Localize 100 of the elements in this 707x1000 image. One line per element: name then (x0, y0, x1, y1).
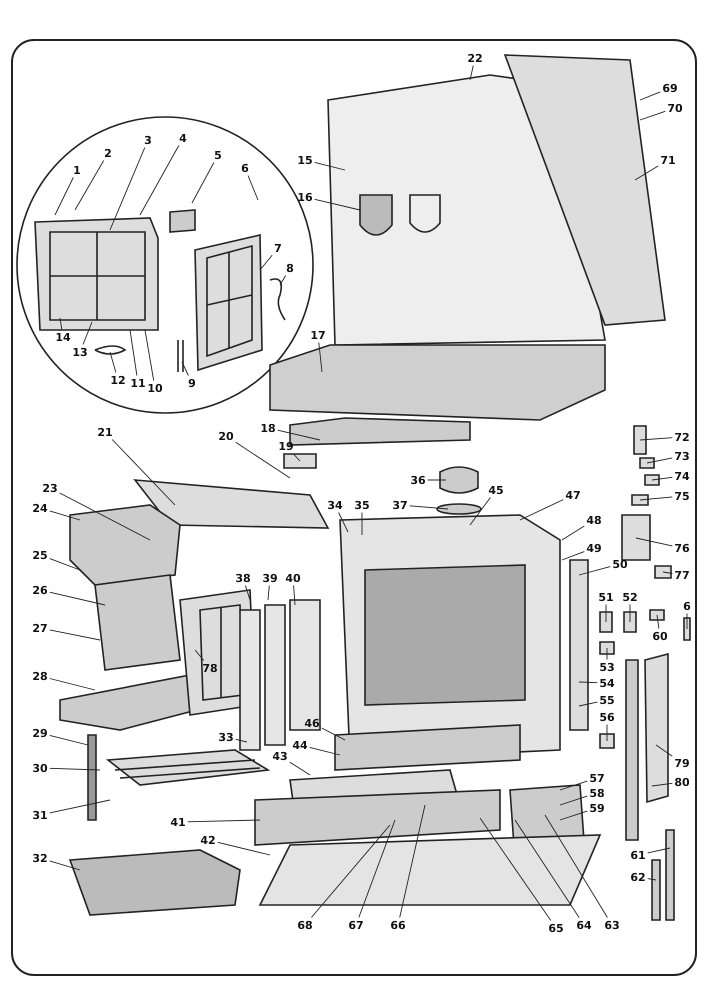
callout-number: 6 (682, 600, 692, 612)
leader-line (60, 318, 62, 330)
callout-number: 16 (296, 190, 314, 204)
callout-number: 68 (296, 918, 314, 932)
callout-number: 78 (201, 662, 219, 674)
leader-line (399, 804, 426, 918)
leader-line (277, 430, 320, 440)
callout-number: 55 (598, 694, 616, 706)
callout-number: 47 (564, 488, 582, 502)
leader-line (292, 453, 300, 462)
callout-number: 28 (31, 670, 49, 682)
leader-line (314, 198, 360, 210)
callout-number: 31 (31, 808, 49, 822)
leader-line (112, 439, 176, 506)
callout-number: 5 (213, 148, 223, 162)
leader-line (338, 512, 348, 532)
leader-line (182, 362, 189, 376)
leader-line (647, 878, 656, 880)
leader-line (640, 496, 673, 500)
callout-number: 73 (673, 450, 691, 462)
callout-number: 63 (603, 918, 621, 932)
callout-number: 48 (585, 514, 603, 526)
callout-number: 58 (588, 786, 606, 800)
callout-number: 33 (217, 730, 235, 744)
leader-line (686, 613, 688, 630)
leader-line (49, 558, 80, 570)
leader-line (606, 724, 608, 742)
callout-number: 65 (547, 922, 565, 934)
callout-number: 25 (31, 548, 49, 562)
leader-line (268, 585, 270, 600)
leader-line (309, 746, 340, 756)
leader-line (480, 818, 552, 921)
callout-number: 29 (31, 726, 49, 740)
leader-line (235, 738, 248, 742)
leader-line (192, 162, 214, 204)
leader-line (49, 860, 80, 870)
leader-line (314, 162, 346, 170)
leader-line (194, 650, 204, 661)
leader-line (144, 330, 154, 381)
callout-number: 50 (611, 558, 629, 570)
leader-line (578, 682, 598, 684)
leader-line (110, 147, 146, 230)
callout-number: 17 (309, 328, 327, 342)
leader-line (520, 499, 564, 520)
leader-line (640, 91, 661, 100)
callout-number: 43 (271, 750, 289, 762)
leader-line (289, 762, 310, 776)
callout-number: 20 (217, 430, 235, 442)
callout-number: 41 (169, 816, 187, 828)
leader-line (662, 572, 673, 574)
callout-number: 6 (240, 162, 250, 174)
callout-number: 4 (178, 132, 188, 144)
callout-number: 77 (673, 568, 691, 582)
callout-number: 32 (31, 852, 49, 864)
leader-line (49, 510, 80, 520)
leader-line (310, 824, 390, 918)
leader-line (358, 820, 396, 918)
leader-line (54, 177, 74, 216)
callout-number: 14 (54, 330, 72, 344)
leader-line (606, 648, 608, 660)
leader-line (59, 492, 150, 540)
leader-line (640, 110, 666, 120)
callout-number: 52 (621, 590, 639, 604)
callout-number: 64 (575, 918, 593, 932)
callout-number: 38 (234, 572, 252, 584)
callout-number: 15 (296, 154, 314, 166)
leader-line (560, 796, 588, 806)
leader-line (321, 728, 346, 740)
callout-number: 37 (391, 498, 409, 512)
leader-line (656, 744, 673, 757)
leader-line (187, 820, 260, 822)
callout-number: 40 (284, 572, 302, 584)
leader-line (652, 476, 673, 480)
leader-line (578, 702, 598, 706)
callout-number: 19 (277, 440, 295, 452)
callout-number: 51 (597, 590, 615, 604)
callout-number: 9 (187, 376, 197, 390)
leader-line (260, 254, 273, 270)
callout-number: 66 (389, 918, 407, 932)
leader-line (514, 820, 580, 918)
callout-number: 30 (31, 762, 49, 774)
leader-line (248, 175, 258, 200)
callout-number: 12 (109, 374, 127, 386)
callout-number: 46 (303, 716, 321, 730)
callout-number: 69 (661, 82, 679, 94)
leader-line (244, 585, 250, 600)
callout-number: 24 (31, 502, 49, 514)
callout-number: 39 (261, 572, 279, 584)
callout-number: 80 (673, 776, 691, 788)
leader-line (647, 848, 670, 854)
leader-line (49, 678, 96, 690)
leader-line (652, 782, 673, 786)
callout-number: 36 (409, 474, 427, 486)
callout-number: 10 (146, 382, 164, 394)
callout-number: 35 (353, 498, 371, 512)
callout-number: 8 (285, 262, 295, 274)
leader-line (49, 629, 100, 640)
callout-number: 44 (291, 738, 309, 752)
leader-line (140, 145, 180, 216)
leader-line (544, 814, 608, 918)
